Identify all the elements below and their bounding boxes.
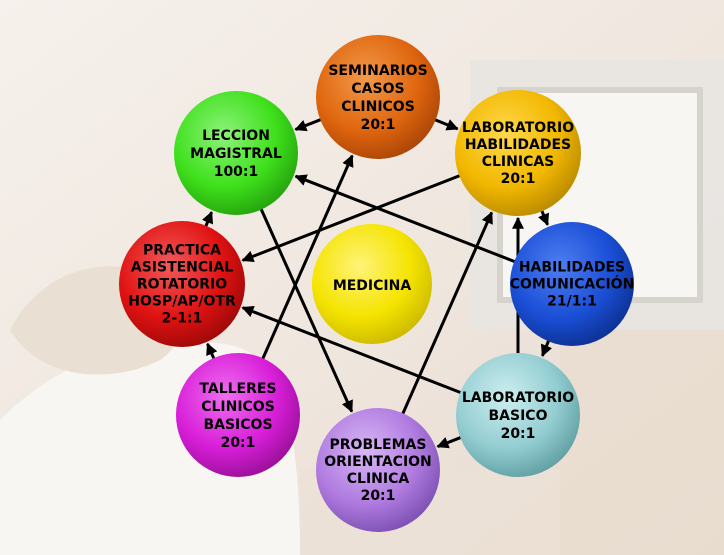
node-label-habilidades-comunicacion-line-1: COMUNICACIÓN xyxy=(510,275,635,293)
node-label-practica-line-1: ASISTENCIAL xyxy=(131,260,233,276)
node-circle-practica xyxy=(119,221,245,347)
node-circle-habilidades-comunicacion xyxy=(510,222,634,346)
node-label-talleres-line-3: 20:1 xyxy=(221,435,256,451)
node-practica: PRACTICAASISTENCIALROTATORIOHOSP/AP/OTR2… xyxy=(119,221,245,347)
node-leccion: LECCION MAGISTRAL 100:1 xyxy=(174,91,298,215)
arrow-talleres-to-seminarios xyxy=(260,154,354,363)
node-label-habilidades-comunicacion-line-2: 21/1:1 xyxy=(547,294,597,310)
node-label-problemas-line-2: CLINICA xyxy=(347,471,410,487)
node-circle-talleres xyxy=(176,353,300,477)
node-label-laboratorio-basico-line-1: BASICO xyxy=(489,408,548,424)
node-circle-laboratorio-habilidades xyxy=(455,90,581,216)
node-circle-center xyxy=(312,224,432,344)
node-center: MEDICINA xyxy=(312,224,432,344)
node-label-leccion-line-0: LECCION xyxy=(202,128,270,144)
node-label-practica-line-2: ROTATORIO xyxy=(137,277,227,293)
arrow-seminarios-to-leccion xyxy=(294,116,325,132)
node-label-talleres-line-2: BASICOS xyxy=(203,417,272,433)
node-label-seminarios-line-0: SEMINARIOS xyxy=(328,63,427,79)
node-talleres: TALLERES CLINICOS BASICOS 20:1 xyxy=(176,353,300,477)
node-label-center-line-0: MEDICINA xyxy=(333,278,412,294)
arrow-habilidades-comunicacion-to-leccion xyxy=(294,174,519,265)
node-label-laboratorio-basico-line-0: LABORATORIO xyxy=(462,390,574,406)
arrow-leccion-to-problemas xyxy=(258,205,354,413)
node-label-laboratorio-habilidades-line-2: CLINICAS xyxy=(482,154,555,170)
arrow-seminarios-to-laboratorio-habilidades xyxy=(431,117,459,131)
node-label-problemas-line-1: ORIENTACION xyxy=(324,454,432,470)
node-label-laboratorio-habilidades-line-3: 20:1 xyxy=(501,171,536,187)
node-circle-problemas xyxy=(316,408,440,532)
node-label-seminarios-line-3: 20:1 xyxy=(361,117,396,133)
node-circle-seminarios xyxy=(316,35,440,159)
node-label-leccion-line-1: MAGISTRAL xyxy=(190,146,282,162)
node-label-talleres-line-0: TALLERES xyxy=(199,381,276,397)
node-label-laboratorio-basico-line-2: 20:1 xyxy=(501,426,536,442)
node-label-leccion-line-2: 100:1 xyxy=(214,164,259,180)
node-label-problemas-line-0: PROBLEMAS xyxy=(330,437,427,453)
node-circle-leccion xyxy=(174,91,298,215)
node-label-seminarios-line-1: CASOS xyxy=(351,81,404,97)
node-label-practica-line-0: PRACTICA xyxy=(143,243,221,259)
node-label-practica-line-3: HOSP/AP/OTR xyxy=(128,294,236,310)
arrow-laboratorio-basico-to-problemas xyxy=(436,434,465,449)
node-label-laboratorio-habilidades-line-0: LABORATORIO xyxy=(462,120,574,136)
arrow-laboratorio-basico-to-practica xyxy=(241,305,465,396)
node-circle-laboratorio-basico xyxy=(456,353,580,477)
node-label-seminarios-line-2: CLINICOS xyxy=(341,99,415,115)
node-label-laboratorio-habilidades-line-1: HABILIDADES xyxy=(465,137,571,153)
node-label-talleres-line-1: CLINICOS xyxy=(201,399,275,415)
arrow-laboratorio-habilidades-to-practica xyxy=(241,173,464,263)
node-label-practica-line-4: 2-1:1 xyxy=(162,311,203,327)
node-seminarios: SEMINARIOS CASOS CLINICOS 20:1 xyxy=(316,35,440,159)
node-laboratorio-basico: LABORATORIO BASICO 20:1 xyxy=(456,353,580,477)
node-label-habilidades-comunicacion-line-0: HABILIDADES xyxy=(519,260,625,276)
node-label-problemas-line-3: 20:1 xyxy=(361,488,396,504)
